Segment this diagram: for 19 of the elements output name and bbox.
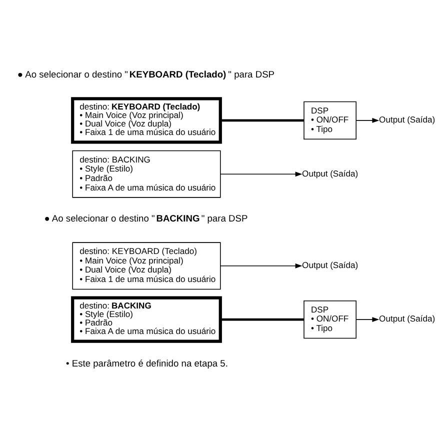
arrow — [220, 262, 302, 268]
node-box: destino: KEYBOARD (Teclado) • Main Voice (Voz principal) • Dual Voice (Voz dupla) • Faixa 1 de uma música do usuário — [72, 242, 221, 290]
node-box: DSP • ON/OFF • Tipo — [304, 300, 356, 338]
arrow — [220, 171, 302, 176]
node-box: destino: BACKING • Style (Estilo) • Padrão • Faixa A de uma música do usuário — [72, 150, 221, 198]
node-text: Output (Saída) — [379, 313, 436, 324]
arrow — [356, 316, 380, 322]
label: ● Ao selecionar o destino "BACKING" para DSP — [44, 213, 248, 224]
node-text: Output (Saída) — [302, 260, 358, 270]
node-text: Output (Saída) — [379, 114, 436, 124]
connector — [220, 118, 304, 122]
node-box: DSP • ON/OFF • Tipo — [304, 100, 356, 139]
label: • Este parâmetro é definido na etapa 5. — [66, 358, 228, 368]
arrow — [356, 118, 380, 122]
node-box: destino: BACKING • Style (Estilo) • Padrão • Faixa A de uma música do usuário — [71, 296, 222, 342]
node-text: Output (Saída) — [302, 168, 358, 178]
label: ● Ao selecionar o destino "KEYBOARD (Teclado)" para DSP — [17, 69, 275, 80]
node-box: destino: KEYBOARD (Teclado) • Main Voice (Voz principal) • Dual Voice (Voz dupla) • Faixa 1 de uma música do usuário — [71, 96, 222, 144]
connector — [220, 318, 304, 320]
